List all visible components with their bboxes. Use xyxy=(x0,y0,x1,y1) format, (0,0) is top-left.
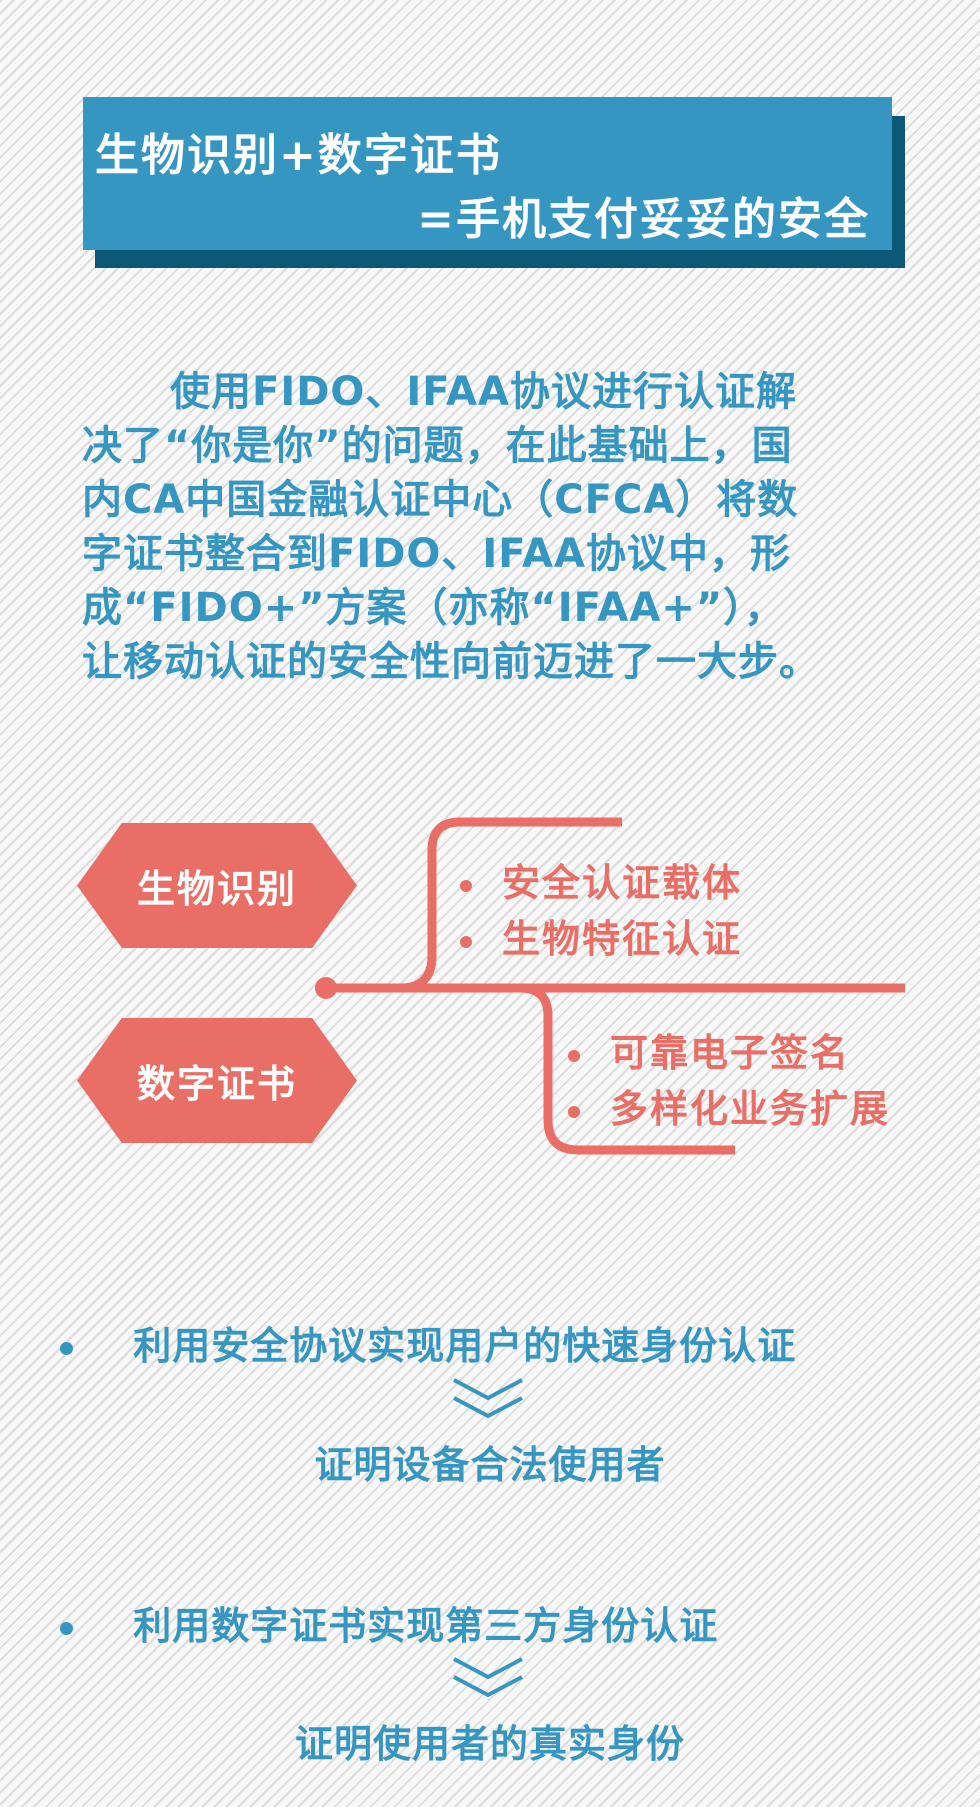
point-result: 证明设备合法使用者 xyxy=(314,1443,666,1487)
hex-biometric: 生物识别 xyxy=(77,823,357,948)
intro-line: 使用FIDO、IFAA协议进行认证解 xyxy=(170,369,797,415)
feature-item: 安全认证载体 xyxy=(460,852,742,907)
point-1: 利用安全协议实现用户的快速身份认证 xyxy=(60,1315,796,1370)
point-text: 利用数字证书实现第三方身份认证 xyxy=(133,1604,719,1648)
hex-digital-certificate: 数字证书 xyxy=(77,1018,357,1143)
connector-dot-icon xyxy=(315,977,337,999)
banner-title-line2: =手机支付妥妥的安全 xyxy=(417,194,870,245)
bullet-icon xyxy=(60,1342,73,1355)
intro-line: 内CA中国金融认证中心（CFCA）将数 xyxy=(82,477,799,523)
intro-paragraph: 使用FIDO、IFAA协议进行认证解 决了“你是你”的问题，在此基础上，国 内C… xyxy=(82,365,902,689)
title-banner: 生物识别+数字证书 =手机支付妥妥的安全 xyxy=(83,97,892,250)
double-chevron-down-icon xyxy=(453,1657,523,1698)
bullet-icon xyxy=(568,1105,580,1118)
point-result: 证明使用者的真实身份 xyxy=(294,1722,685,1766)
intro-line: 决了“你是你”的问题，在此基础上，国 xyxy=(82,423,793,469)
double-chevron-down-icon xyxy=(453,1378,523,1419)
hex-label: 生物识别 xyxy=(136,867,297,911)
point-2: 利用数字证书实现第三方身份认证 xyxy=(60,1595,718,1650)
bullet-icon xyxy=(568,1049,580,1062)
bullet-icon xyxy=(460,879,472,892)
feature-item: 生物特征认证 xyxy=(460,908,742,963)
bullet-icon xyxy=(60,1622,73,1635)
banner-title-line1: 生物识别+数字证书 xyxy=(95,130,502,181)
intro-line: 成“FIDO+”方案（亦称“IFAA+”）， xyxy=(82,585,786,631)
hex-label: 数字证书 xyxy=(136,1062,297,1106)
feature-item: 多样化业务扩展 xyxy=(568,1078,890,1133)
point-text: 利用安全协议实现用户的快速身份认证 xyxy=(133,1324,797,1368)
bullet-icon xyxy=(460,935,472,948)
feature-item: 可靠电子签名 xyxy=(568,1022,850,1077)
intro-line: 字证书整合到FIDO、IFAA协议中，形 xyxy=(82,531,791,577)
intro-line: 让移动认证的安全性向前迈进了一大步。 xyxy=(82,639,820,685)
